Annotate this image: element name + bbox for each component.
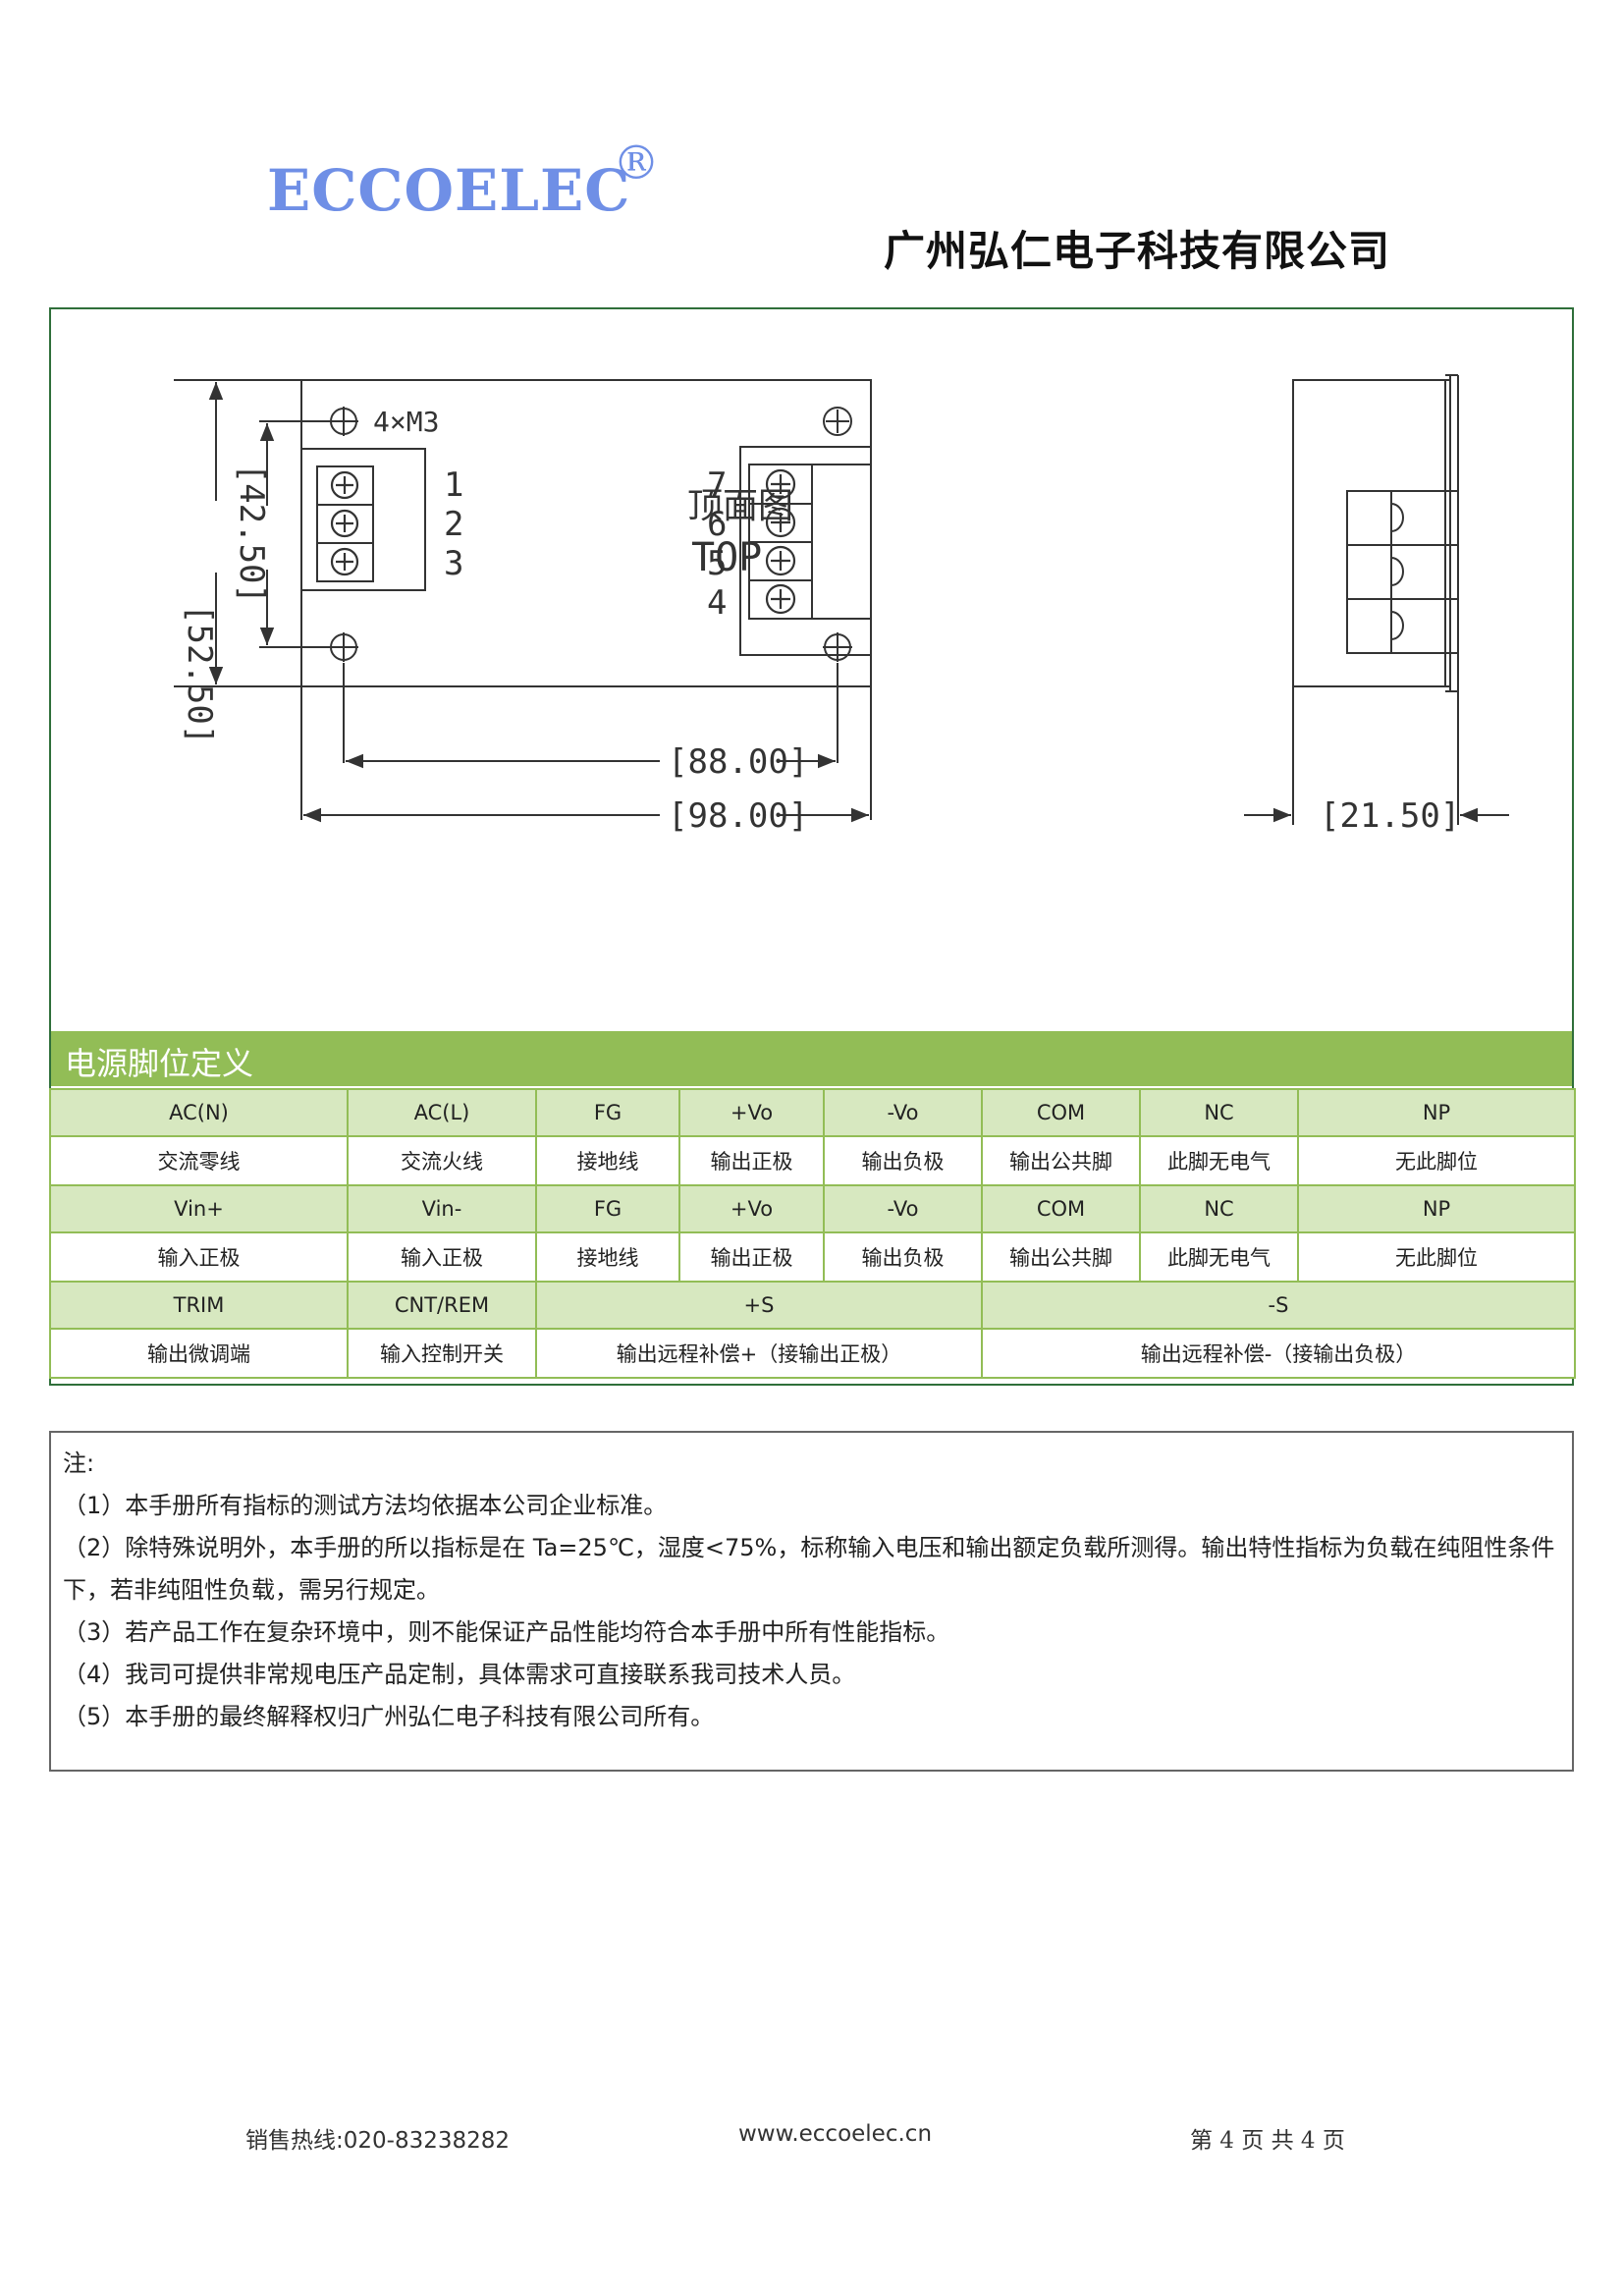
dim-height-outer: [52.50] <box>180 604 219 744</box>
screw-2-icon <box>330 509 359 538</box>
table-cell: 此脚无电气 <box>1139 1231 1299 1283</box>
mount-hole-tl-icon <box>329 407 358 436</box>
pin-section-header: 电源脚位定义 <box>51 1031 1572 1086</box>
table-cell: 交流零线 <box>49 1135 349 1186</box>
table-cell: +S <box>535 1281 983 1330</box>
dim-width-outer: [98.00] <box>668 796 808 836</box>
pin-label-4: 4 <box>707 583 727 623</box>
table-cell: CNT/REM <box>347 1281 537 1330</box>
screw-1-icon <box>330 470 359 500</box>
table-row: 输出微调端输入控制开关输出远程补偿+（接输出正极）输出远程补偿-（接输出负极） <box>49 1328 1576 1379</box>
terminal-cell-3 <box>316 542 374 582</box>
note-3: （3）若产品工作在复杂环境中，则不能保证产品性能均符合本手册中所有性能指标。 <box>63 1618 950 1646</box>
pin-section-title: 电源脚位定义 <box>65 1045 254 1082</box>
notes-title: 注: <box>63 1449 95 1477</box>
pin-label-3: 3 <box>444 544 463 583</box>
dim-depth: [21.50] <box>1320 796 1460 836</box>
dim-width-inner: [88.00] <box>668 742 808 782</box>
table-row: 交流零线交流火线接地线输出正极输出负极输出公共脚此脚无电气无此脚位 <box>49 1135 1576 1186</box>
note-2: （2）除特殊说明外，本手册的所以指标是在 Ta=25℃，湿度<75%，标称输入电… <box>63 1534 1555 1604</box>
table-cell: 输出远程补偿+（接输出正极） <box>535 1328 983 1379</box>
mount-hole-br-icon <box>823 632 852 662</box>
table-cell: AC(N) <box>49 1088 349 1137</box>
module-body-rect <box>300 379 872 687</box>
table-cell: -S <box>981 1281 1576 1330</box>
screw-7-icon <box>765 468 796 500</box>
footer-page-number: 第 4 页 共 4 页 <box>1190 2128 1345 2154</box>
side-view-terminal <box>1346 490 1459 654</box>
table-cell: 接地线 <box>535 1231 680 1283</box>
notes-box: 注: （1）本手册所有指标的测试方法均依据本公司企业标准。 （2）除特殊说明外，… <box>49 1431 1574 1772</box>
table-cell: TRIM <box>49 1281 349 1330</box>
table-cell: NC <box>1139 1088 1299 1137</box>
content-frame <box>49 307 1574 1386</box>
table-cell: Vin- <box>347 1184 537 1233</box>
screw-3-icon <box>330 547 359 576</box>
table-cell: NP <box>1297 1088 1576 1137</box>
table-cell: 输入正极 <box>49 1231 349 1283</box>
terminal-cell-4 <box>748 579 813 620</box>
mount-hole-tr-icon <box>823 407 852 436</box>
side-view-body <box>1292 379 1451 687</box>
footer-website[interactable]: www.eccoelec.cn <box>738 2121 933 2147</box>
screw-4-icon <box>765 583 796 615</box>
table-row: 输入正极输入正极接地线输出正极输出负极输出公共脚此脚无电气无此脚位 <box>49 1231 1576 1283</box>
note-4: （4）我司可提供非常规电压产品定制，具体需求可直接联系我司技术人员。 <box>63 1661 856 1688</box>
table-cell: 输出公共脚 <box>981 1135 1141 1186</box>
table-cell: -Vo <box>823 1184 983 1233</box>
table-cell: FG <box>535 1088 680 1137</box>
company-name: 广州弘仁电子科技有限公司 <box>884 227 1391 275</box>
pin-label-2: 2 <box>444 505 463 544</box>
table-cell: 无此脚位 <box>1297 1231 1576 1283</box>
table-cell: -Vo <box>823 1088 983 1137</box>
dim-height-inner: [42.50] <box>232 464 271 604</box>
mechanical-drawing: 4×M3 1 2 3 7 6 5 4 顶面图 TOP [88.00] [98.0… <box>51 309 1572 1029</box>
table-cell: NP <box>1297 1184 1576 1233</box>
top-view-en: TOP <box>691 535 762 580</box>
table-cell: 交流火线 <box>347 1135 537 1186</box>
table-cell: FG <box>535 1184 680 1233</box>
screw-5-icon <box>765 545 796 576</box>
table-cell: 输出微调端 <box>49 1328 349 1379</box>
table-cell: 输出公共脚 <box>981 1231 1141 1283</box>
table-cell: 输入正极 <box>347 1231 537 1283</box>
table-cell: NC <box>1139 1184 1299 1233</box>
table-cell: 输出负极 <box>823 1231 983 1283</box>
table-cell: 此脚无电气 <box>1139 1135 1299 1186</box>
table-cell: 输出正极 <box>678 1231 825 1283</box>
table-cell: +Vo <box>678 1184 825 1233</box>
pin-label-5: 5 <box>707 544 727 583</box>
table-cell: COM <box>981 1088 1141 1137</box>
screw-6-icon <box>765 507 796 538</box>
table-cell: 输出正极 <box>678 1135 825 1186</box>
table-cell: +Vo <box>678 1088 825 1137</box>
note-5: （5）本手册的最终解释权归广州弘仁电子科技有限公司所有。 <box>63 1703 715 1730</box>
terminal-housing-right <box>739 446 871 656</box>
table-cell: COM <box>981 1184 1141 1233</box>
registered-mark: ® <box>613 136 660 191</box>
table-cell: 无此脚位 <box>1297 1135 1576 1186</box>
table-cell: Vin+ <box>49 1184 349 1233</box>
pin-label-1: 1 <box>444 465 463 505</box>
mount-label: 4×M3 <box>373 406 439 438</box>
table-cell: 接地线 <box>535 1135 680 1186</box>
table-cell: 输出负极 <box>823 1135 983 1186</box>
table-cell: 输入控制开关 <box>347 1328 537 1379</box>
terminal-housing-left <box>301 448 426 591</box>
company-logo: ECCOELEC <box>267 157 631 224</box>
mount-hole-bl-icon <box>329 632 358 662</box>
table-cell: 输出远程补偿-（接输出负极） <box>981 1328 1576 1379</box>
footer-hotline: 销售热线:020-83238282 <box>245 2128 511 2154</box>
pin-label-7: 7 <box>707 465 727 505</box>
note-1: （1）本手册所有指标的测试方法均依据本公司企业标准。 <box>63 1492 668 1519</box>
table-cell: AC(L) <box>347 1088 537 1137</box>
top-view-cn: 顶面图 <box>687 486 793 526</box>
pin-label-6: 6 <box>707 505 727 544</box>
